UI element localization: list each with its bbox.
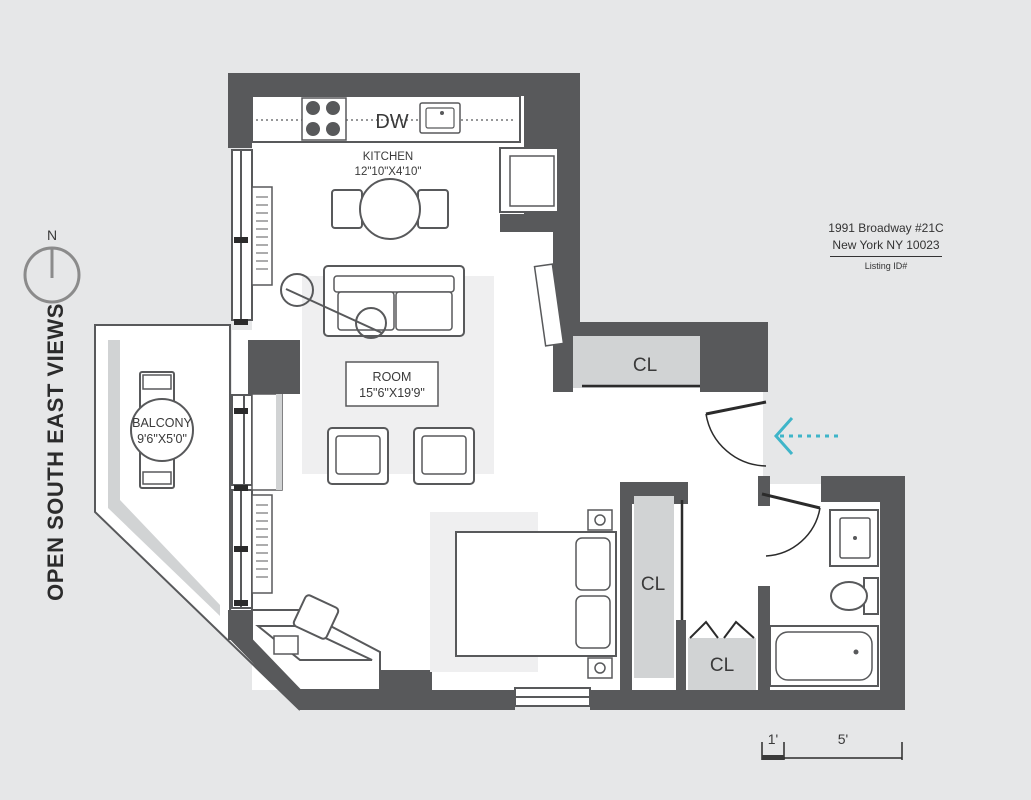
sofa	[323, 265, 465, 337]
scale-bar	[761, 742, 903, 760]
room-dims: 15"6"X19'9"	[359, 386, 425, 400]
dishwasher-label: DW	[375, 111, 408, 133]
address-line-1: 1991 Broadway #21C	[828, 221, 944, 235]
entry-arrow	[773, 417, 842, 455]
floor-area	[232, 96, 880, 690]
closets	[573, 336, 756, 690]
address-line-2: New York NY 10023	[832, 238, 940, 252]
closet-small-label: CL	[710, 655, 734, 676]
room-name: ROOM	[373, 370, 412, 384]
listing-id: Listing ID#	[864, 261, 908, 271]
compass	[23, 246, 81, 304]
address-divider	[830, 256, 942, 257]
radiator-fins	[256, 196, 268, 578]
coffee-table	[345, 361, 439, 407]
views-title: OPEN SOUTH EAST VIEWS	[43, 303, 68, 601]
closet-mid-label: CL	[641, 574, 665, 595]
address-block: 1991 Broadway #21C New York NY 10023 Lis…	[826, 220, 946, 271]
entry-door	[705, 400, 767, 467]
armchairs	[327, 427, 475, 485]
fridge	[499, 147, 559, 213]
bathroom-door	[761, 492, 821, 557]
bathroom-fixtures	[769, 509, 879, 687]
balcony-dims: 9'6"X5'0"	[137, 432, 187, 446]
balcony	[94, 324, 301, 711]
balcony-table	[130, 398, 194, 462]
scale-large-label: 5'	[838, 731, 848, 747]
desk	[251, 594, 381, 691]
closet-top-label: CL	[633, 355, 657, 376]
dining-table	[331, 178, 449, 240]
balcony-name: BALCONY	[132, 416, 192, 430]
window-ticks	[234, 237, 248, 606]
floor-lamp	[280, 273, 387, 339]
bed	[455, 509, 617, 679]
balcony-door-track	[276, 394, 282, 490]
compass-north-label: N	[47, 227, 57, 243]
kitchen-name: KITCHEN	[363, 151, 413, 163]
scale-small-label: 1'	[768, 731, 778, 747]
kitchen-dims: 12"10"X4'10"	[355, 166, 422, 178]
kitchen-counter	[251, 95, 521, 143]
